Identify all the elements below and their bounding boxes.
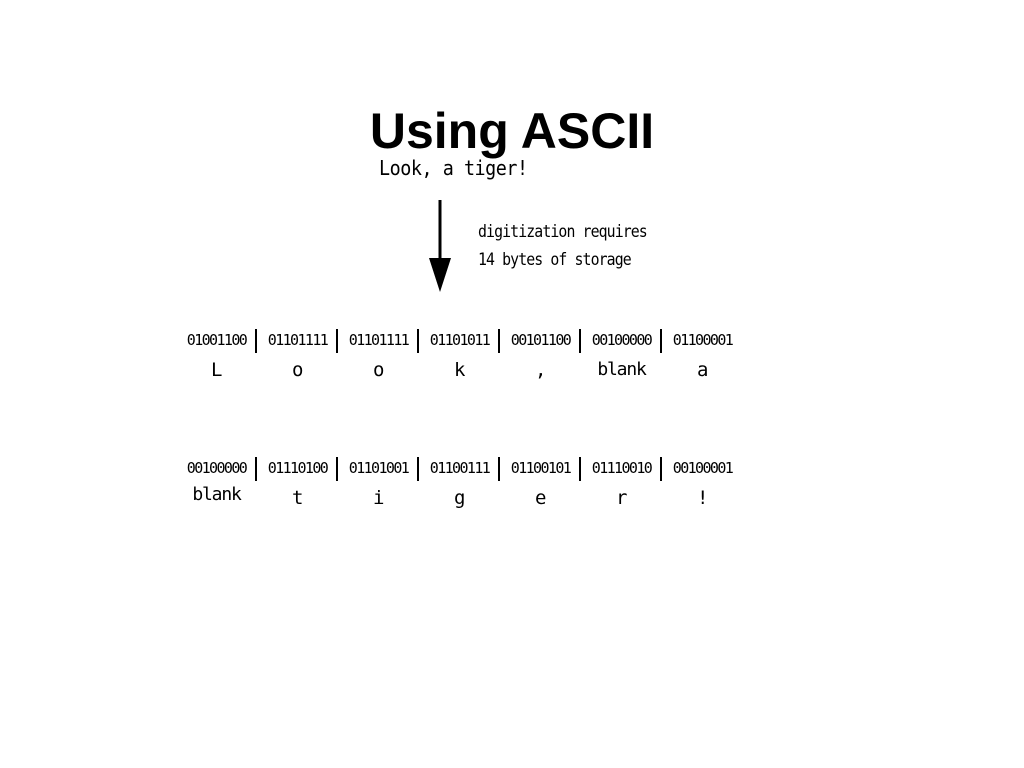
byte-cell: 00100001 !	[662, 456, 743, 510]
byte-separator	[660, 457, 662, 481]
byte-separator	[579, 457, 581, 481]
byte-cell: 00100000 blank	[176, 456, 257, 507]
storage-note-line-1: digitization requires	[478, 222, 648, 241]
byte-row-1: 01001100 L 01101111 o 01101111 o 0110101…	[176, 328, 743, 382]
byte-cell: 00100000 blank	[581, 328, 662, 382]
byte-bits: 01101111	[267, 331, 329, 349]
byte-character: L	[211, 359, 222, 381]
byte-cell: 01001100 L	[176, 328, 257, 382]
byte-cell: 01110010 r	[581, 456, 662, 510]
byte-bits: 01101011	[429, 331, 491, 349]
byte-character: ,	[535, 359, 546, 381]
byte-bits: 00101100	[510, 331, 572, 349]
byte-character: a	[697, 359, 708, 381]
byte-bits: 01110100	[267, 459, 329, 477]
byte-cell: 01101111 o	[257, 328, 338, 382]
storage-note: digitization requires 14 bytes of storag…	[478, 218, 648, 274]
byte-separator	[336, 457, 338, 481]
byte-bits: 00100000	[591, 331, 653, 349]
example-sentence: Look, a tiger!	[379, 156, 528, 180]
byte-bits: 01101111	[348, 331, 410, 349]
byte-separator	[336, 329, 338, 353]
byte-separator	[579, 329, 581, 353]
byte-cell: 01100101 e	[500, 456, 581, 510]
byte-cell: 01100111 g	[419, 456, 500, 510]
byte-cell: 01100001 a	[662, 328, 743, 382]
byte-cell: 01101011 k	[419, 328, 500, 382]
byte-character: k	[454, 359, 465, 381]
byte-separator	[417, 329, 419, 353]
byte-character: blank	[597, 359, 646, 380]
byte-cell: 01101111 o	[338, 328, 419, 382]
byte-separator	[417, 457, 419, 481]
byte-character: e	[535, 487, 546, 509]
byte-bits: 01100001	[672, 331, 734, 349]
byte-bits: 00100001	[672, 459, 734, 477]
byte-character: !	[697, 487, 708, 509]
storage-note-line-2: 14 bytes of storage	[478, 250, 632, 269]
byte-character: o	[373, 359, 384, 381]
byte-character: t	[292, 487, 303, 509]
byte-separator	[660, 329, 662, 353]
byte-separator	[498, 329, 500, 353]
byte-character: r	[616, 487, 627, 509]
slide-title: Using ASCII	[369, 102, 655, 159]
byte-separator	[255, 457, 257, 481]
byte-character: o	[292, 359, 303, 381]
byte-cell: 01101001 i	[338, 456, 419, 510]
byte-separator	[498, 457, 500, 481]
byte-cell: 00101100 ,	[500, 328, 581, 382]
byte-bits: 01100111	[429, 459, 491, 477]
byte-bits: 00100000	[186, 459, 248, 477]
byte-cell: 01110100 t	[257, 456, 338, 510]
byte-separator	[255, 329, 257, 353]
byte-bits: 01100101	[510, 459, 572, 477]
byte-character: blank	[192, 484, 241, 505]
byte-row-2: 00100000 blank 01110100 t 01101001 i 011…	[176, 456, 743, 510]
byte-character: g	[454, 487, 465, 509]
byte-bits: 01001100	[186, 331, 248, 349]
byte-character: i	[373, 487, 384, 509]
byte-bits: 01110010	[591, 459, 653, 477]
down-arrow-icon	[429, 200, 451, 292]
byte-bits: 01101001	[348, 459, 410, 477]
